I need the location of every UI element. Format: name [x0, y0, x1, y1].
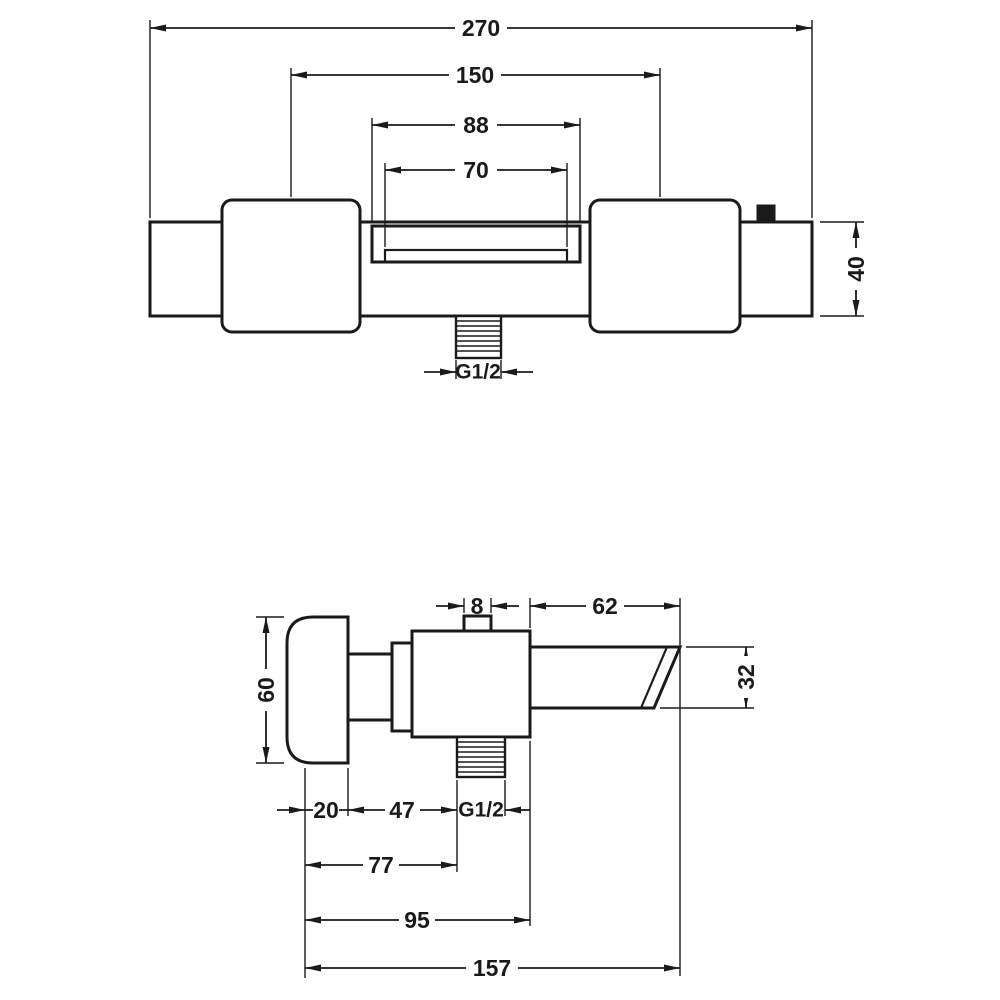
faucet-body-side	[410, 629, 532, 739]
dim-label-overall-width: 270	[462, 15, 500, 41]
dim-label-spout-outer: 88	[463, 112, 489, 138]
dim-connection-spacing: 150	[290, 62, 661, 197]
dim-label-handle-height: 60	[253, 677, 279, 703]
dim-handle-clearance: 47	[348, 797, 457, 823]
spout-opening-outer	[370, 224, 582, 264]
thread-connector-side	[455, 735, 507, 779]
dim-handle-height: 60	[253, 616, 284, 764]
thread-connector-front	[454, 314, 503, 360]
diverter-knob-side	[462, 614, 493, 633]
side-view: 8 62 60 32	[253, 593, 759, 981]
handle-stem-side	[346, 652, 394, 722]
dim-ext-spout-inner	[384, 163, 568, 247]
front-view: 270 150 88 70 40	[148, 15, 869, 384]
spout-opening-edge-side	[639, 646, 669, 709]
dim-label-knob-width: 8	[471, 593, 484, 619]
thread-hatch-side	[457, 741, 505, 773]
dim-spout-outer-width: 88	[371, 112, 581, 223]
dim-label-body-height: 40	[843, 256, 869, 282]
dim-label-total-depth: 157	[473, 955, 511, 981]
dim-spout-height: 32	[660, 646, 759, 709]
dim-ext-overall-width	[149, 20, 813, 218]
dim-label-handle-clearance: 47	[389, 797, 415, 823]
dim-thread-side: G1/2	[458, 799, 530, 822]
handle-side	[285, 615, 350, 765]
spout-opening-inner	[383, 248, 569, 264]
dim-label-thread-front: G1/2	[455, 361, 501, 384]
dim-total-depth: 157	[305, 955, 680, 981]
dim-spout-length: 62	[529, 593, 681, 976]
dim-label-connection-spacing: 150	[456, 62, 494, 88]
dim-body-height: 40	[820, 221, 869, 317]
dim-label-thread-depth: 77	[368, 852, 394, 878]
dim-ext-spout-outer	[371, 118, 581, 223]
dim-overall-width: 270	[149, 15, 813, 218]
thread-hatch-front	[456, 320, 501, 352]
spout-side	[528, 645, 683, 710]
dim-label-spout-length: 62	[592, 593, 618, 619]
dim-body-depth: 95	[305, 907, 530, 933]
diverter-button	[756, 204, 776, 223]
dim-ext-connection-spacing	[290, 68, 661, 197]
dim-label-wall-offset: 20	[313, 797, 339, 823]
dim-label-spout-height: 32	[733, 664, 759, 690]
dim-wall-offset: 20	[277, 797, 348, 823]
left-handle-front	[220, 198, 362, 334]
dim-thread-front: G1/2	[424, 360, 533, 384]
dim-thread-depth: 77	[305, 852, 457, 878]
dim-ext-bottom-references	[304, 741, 531, 978]
dim-spout-inner-width: 70	[384, 157, 568, 247]
dim-label-thread-side: G1/2	[458, 799, 504, 822]
dim-label-spout-inner: 70	[463, 157, 489, 183]
right-handle-front	[588, 198, 742, 334]
dim-label-body-depth: 95	[404, 907, 430, 933]
body-flange-side	[390, 641, 414, 733]
dim-ext-handle-height	[256, 616, 284, 764]
dim-knob-width: 8	[436, 593, 519, 619]
